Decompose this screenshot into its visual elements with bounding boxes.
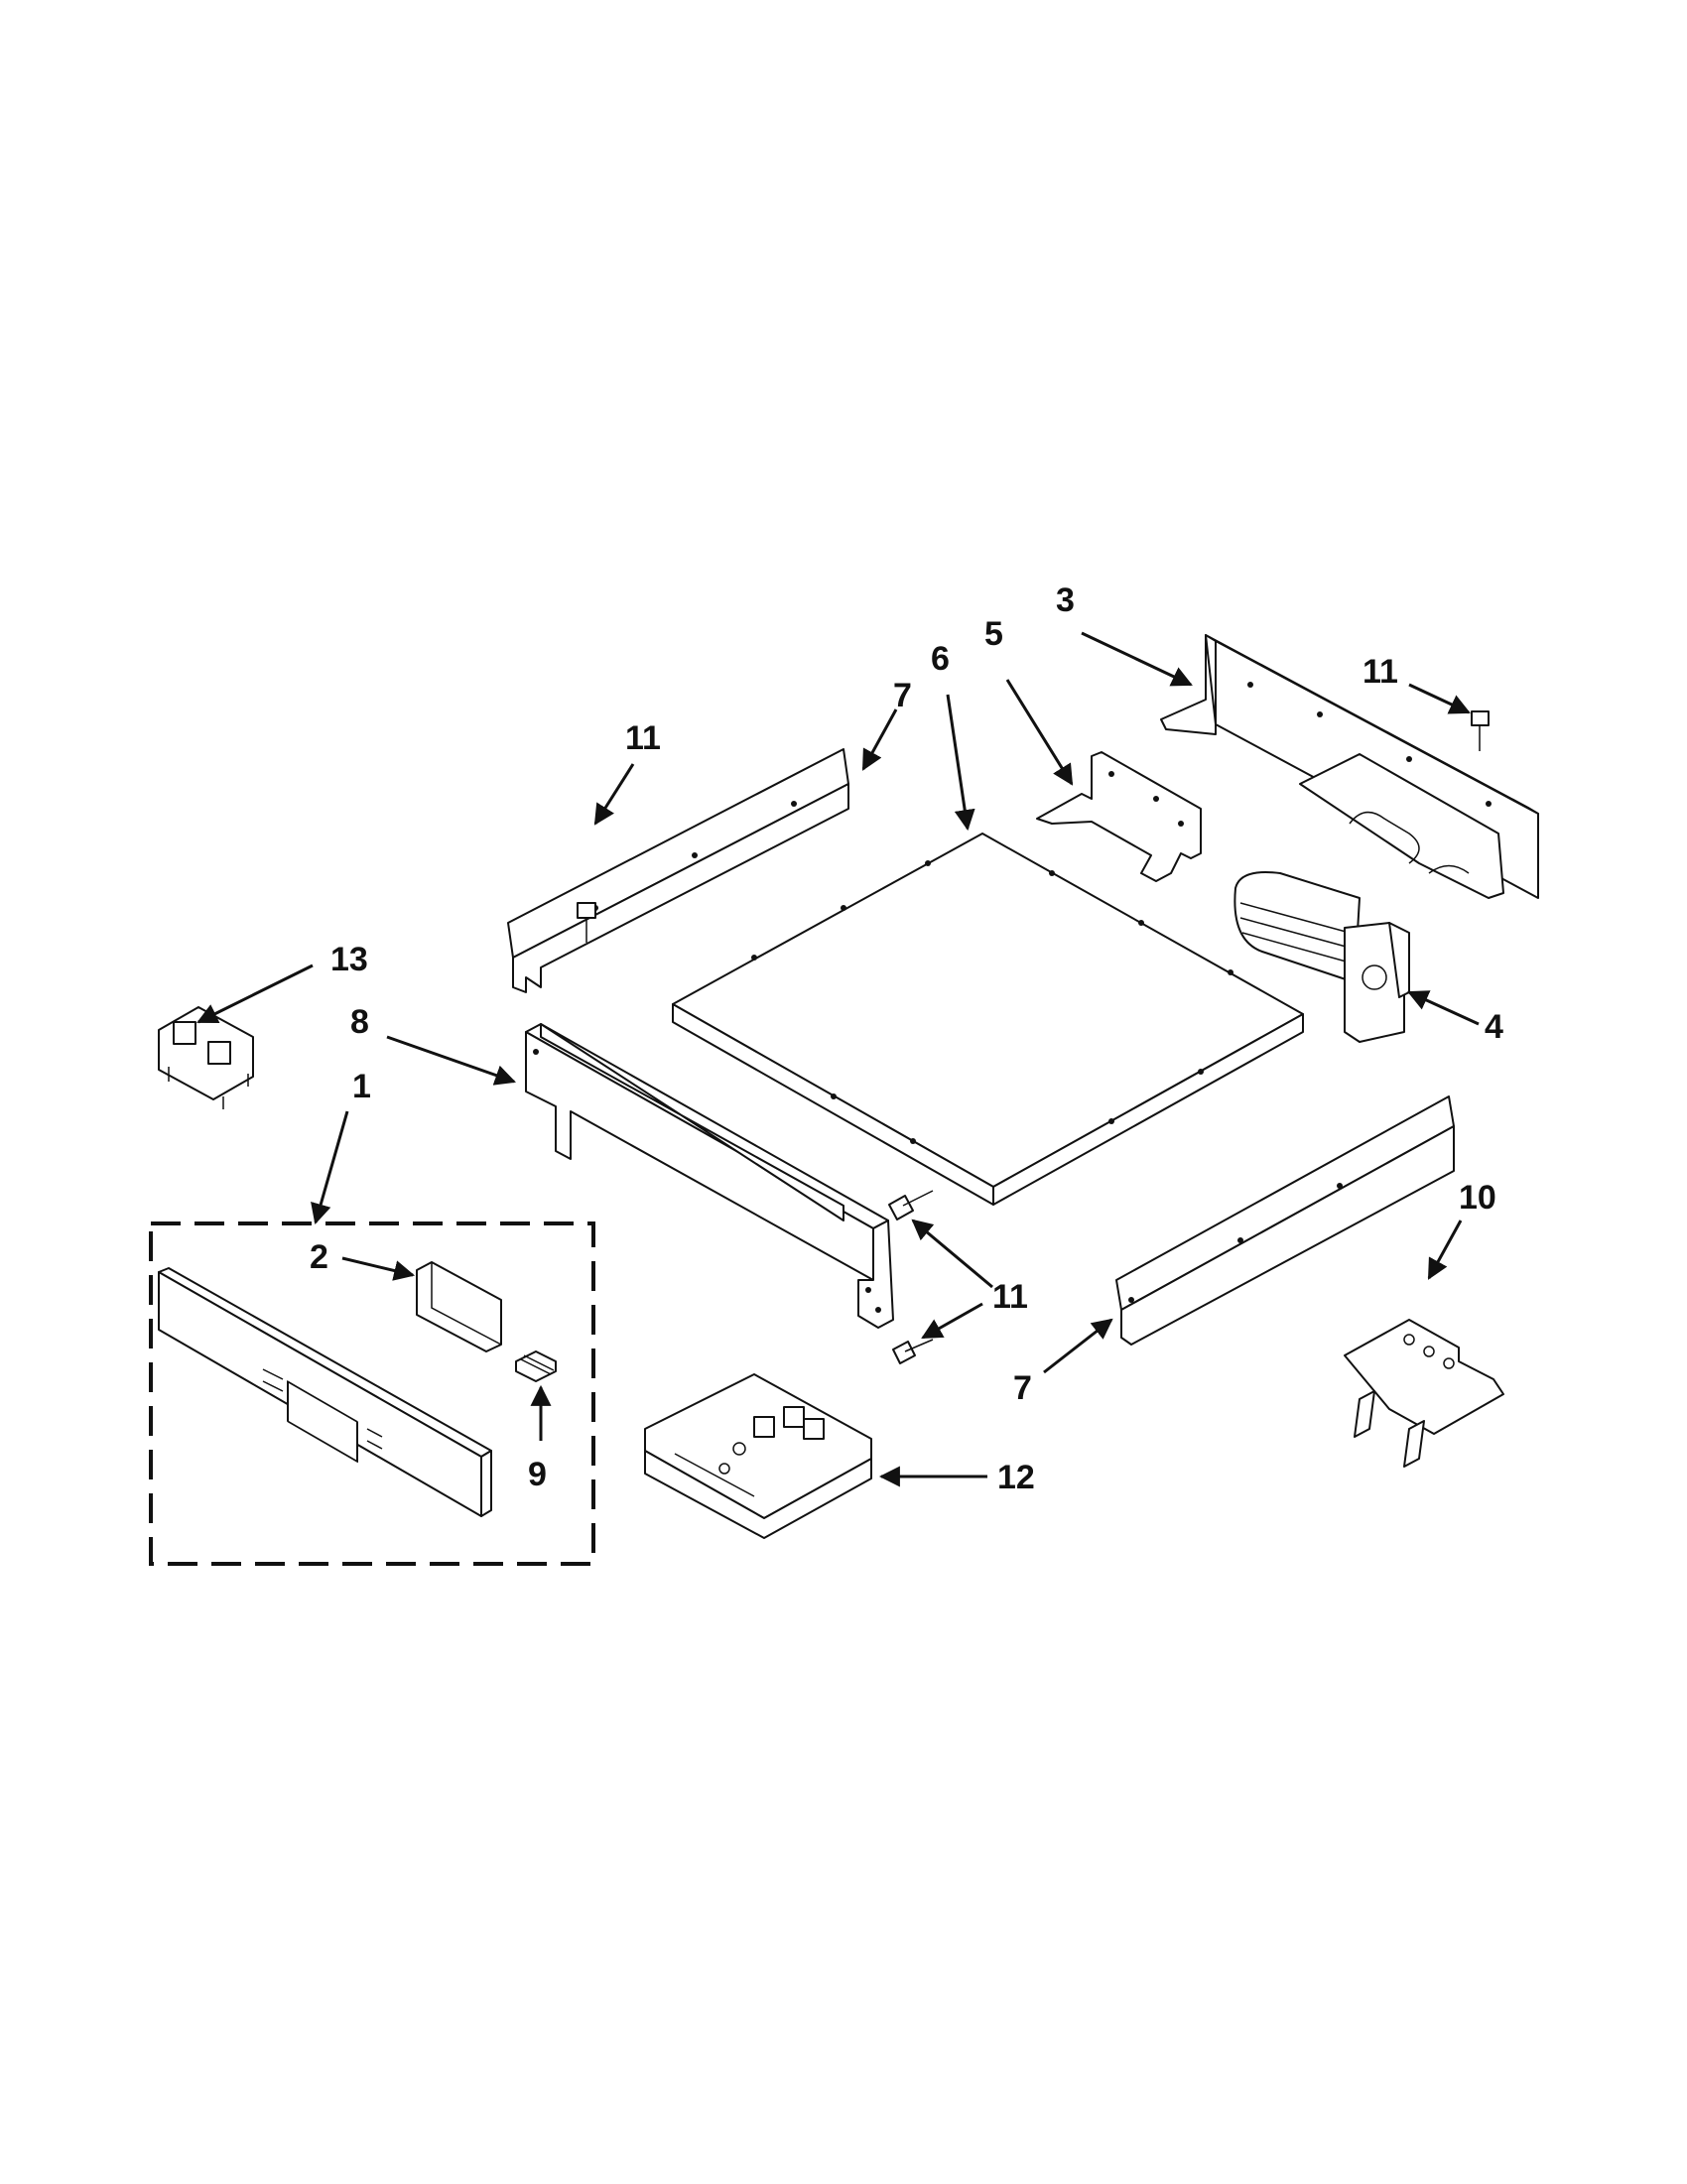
- callout-7-upper: 7: [893, 677, 912, 714]
- callout-5: 5: [984, 615, 1003, 653]
- leader-lines: [196, 631, 1480, 1487]
- part-5-bracket: [1036, 751, 1202, 882]
- screw-11-d: [892, 1339, 934, 1364]
- callout-6: 6: [931, 640, 950, 678]
- callout-8: 8: [350, 1003, 369, 1041]
- callout-9: 9: [528, 1456, 547, 1493]
- callout-4: 4: [1485, 1008, 1503, 1046]
- part-12-control-tray: [644, 1373, 872, 1539]
- screw-11-c: [888, 1190, 934, 1220]
- part-6-top-panel: [672, 833, 1304, 1206]
- part-10-small-bracket: [1344, 1319, 1504, 1468]
- callout-10: 10: [1459, 1179, 1496, 1217]
- part-2-small-board: [416, 1261, 502, 1352]
- callout-11-top-right: 11: [1363, 653, 1398, 691]
- assembly-1-boundary: [149, 1221, 595, 1566]
- screw-11-a: [577, 902, 596, 943]
- callout-3: 3: [1056, 581, 1075, 619]
- callout-11-middle: 11: [992, 1278, 1028, 1316]
- callout-2: 2: [310, 1238, 328, 1276]
- callout-1: 1: [352, 1068, 371, 1105]
- part-13-component: [158, 1006, 254, 1109]
- part-8-front-bracket: [525, 1023, 894, 1329]
- part-1-control-panel: [158, 1267, 492, 1517]
- part-7-rail-lower: [1115, 1095, 1455, 1346]
- callout-7-lower: 7: [1013, 1369, 1032, 1407]
- part-3-rear-bracket: [1160, 634, 1539, 899]
- part-4-blower-fan: [1233, 871, 1410, 1043]
- callout-12: 12: [997, 1459, 1035, 1496]
- callout-11-top-left: 11: [625, 719, 661, 757]
- screw-11-b: [1471, 710, 1490, 751]
- callout-13: 13: [330, 941, 368, 978]
- part-9-connector: [515, 1350, 557, 1382]
